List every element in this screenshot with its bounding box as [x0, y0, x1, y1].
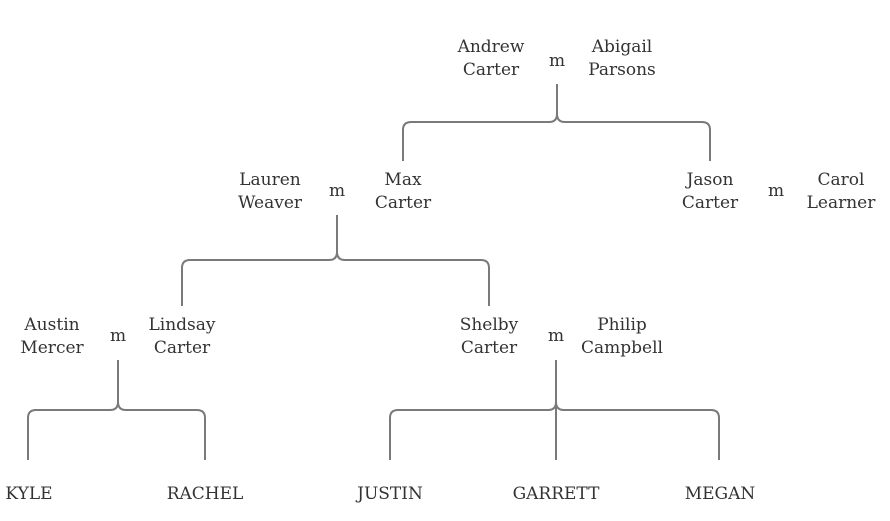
person-name: Austin	[23, 315, 79, 335]
child-name: GARRETT	[513, 484, 601, 504]
person-name: Shelby	[460, 315, 519, 335]
person-name: Carter	[463, 60, 520, 80]
person-name: Lauren	[239, 170, 301, 190]
person-name: Mercer	[20, 338, 84, 358]
person-name: Weaver	[238, 193, 303, 213]
couple-shelby-philip: Shelby Carter m Philip Campbell	[460, 315, 663, 358]
child-name: JUSTIN	[355, 484, 423, 504]
child-name: MEGAN	[685, 484, 756, 504]
person-name: Carter	[375, 193, 432, 213]
child-name: RACHEL	[167, 484, 244, 504]
marriage-marker: m	[768, 181, 784, 201]
descent-connector	[181, 215, 490, 306]
person-name: Andrew	[457, 37, 525, 57]
couple-lauren-max: Lauren Weaver m Max Carter	[238, 170, 432, 213]
couple-austin-lindsay: Austin Mercer m Lindsay Carter	[20, 315, 216, 358]
marriage-marker: m	[329, 181, 345, 201]
person-name: Campbell	[581, 338, 663, 358]
person-name: Carter	[461, 338, 518, 358]
person-name: Abigail	[591, 37, 653, 57]
descent-connector	[27, 360, 206, 460]
person-name: Carter	[682, 193, 739, 213]
person-name: Jason	[685, 170, 734, 190]
person-name: Carol	[818, 170, 865, 190]
descent-connector	[389, 360, 720, 460]
children-row: KYLE RACHEL JUSTIN GARRETT MEGAN	[5, 484, 755, 504]
couple-andrew-abigail: Andrew Carter m Abigail Parsons	[457, 37, 656, 80]
person-name: Parsons	[588, 60, 656, 80]
child-name: KYLE	[5, 484, 52, 504]
person-name: Philip	[597, 315, 647, 335]
marriage-marker: m	[548, 326, 564, 346]
marriage-marker: m	[549, 51, 565, 71]
person-name: Lindsay	[148, 315, 215, 335]
marriage-marker: m	[110, 326, 126, 346]
couple-jason-carol: Jason Carter m Carol Learner	[682, 170, 876, 213]
person-name: Carter	[154, 338, 211, 358]
person-name: Learner	[807, 193, 877, 213]
person-name: Max	[384, 170, 422, 190]
descent-connector	[402, 84, 711, 161]
